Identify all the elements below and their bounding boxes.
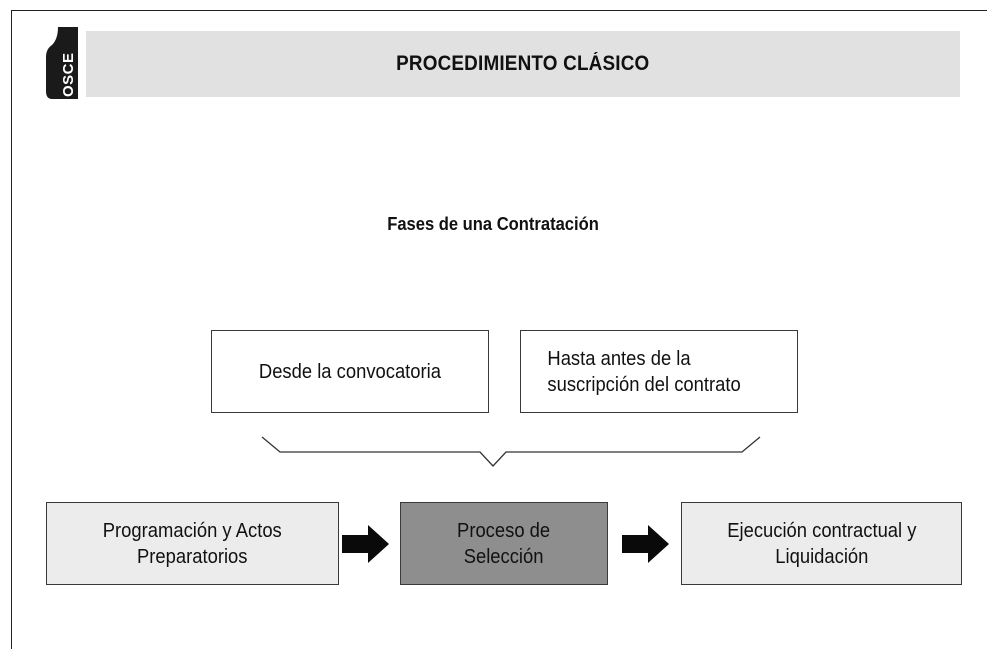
- phase-programacion-label: Programación y Actos Preparatorios: [103, 519, 282, 568]
- range-start-box: Desde la convocatoria: [211, 330, 489, 413]
- osce-logo: OSCE: [46, 27, 78, 99]
- arrow-right-icon: [622, 525, 669, 563]
- range-end-label: Hasta antes de la suscripción del contra…: [547, 347, 741, 396]
- logo-text: OSCE: [60, 52, 77, 97]
- diagram-subtitle-text: Fases de una Contratación: [387, 214, 600, 234]
- phase-ejecucion-label: Ejecución contractual y Liquidación: [726, 519, 917, 568]
- range-end-box: Hasta antes de la suscripción del contra…: [520, 330, 798, 413]
- diagram-subtitle: Fases de una Contratación: [0, 214, 987, 235]
- phase-programacion: Programación y Actos Preparatorios: [46, 502, 339, 585]
- range-start-label: Desde la convocatoria: [258, 360, 442, 383]
- page-frame: [11, 10, 987, 649]
- phase-proceso-seleccion-label: Proceso de Selección: [457, 519, 551, 568]
- brace-line: [261, 436, 761, 467]
- arrow-right-icon: [342, 525, 389, 563]
- phase-ejecucion: Ejecución contractual y Liquidación: [681, 502, 962, 585]
- phase-proceso-seleccion: Proceso de Selección: [400, 502, 608, 585]
- title-banner: PROCEDIMIENTO CLÁSICO: [86, 31, 960, 97]
- page-title: PROCEDIMIENTO CLÁSICO: [396, 52, 650, 75]
